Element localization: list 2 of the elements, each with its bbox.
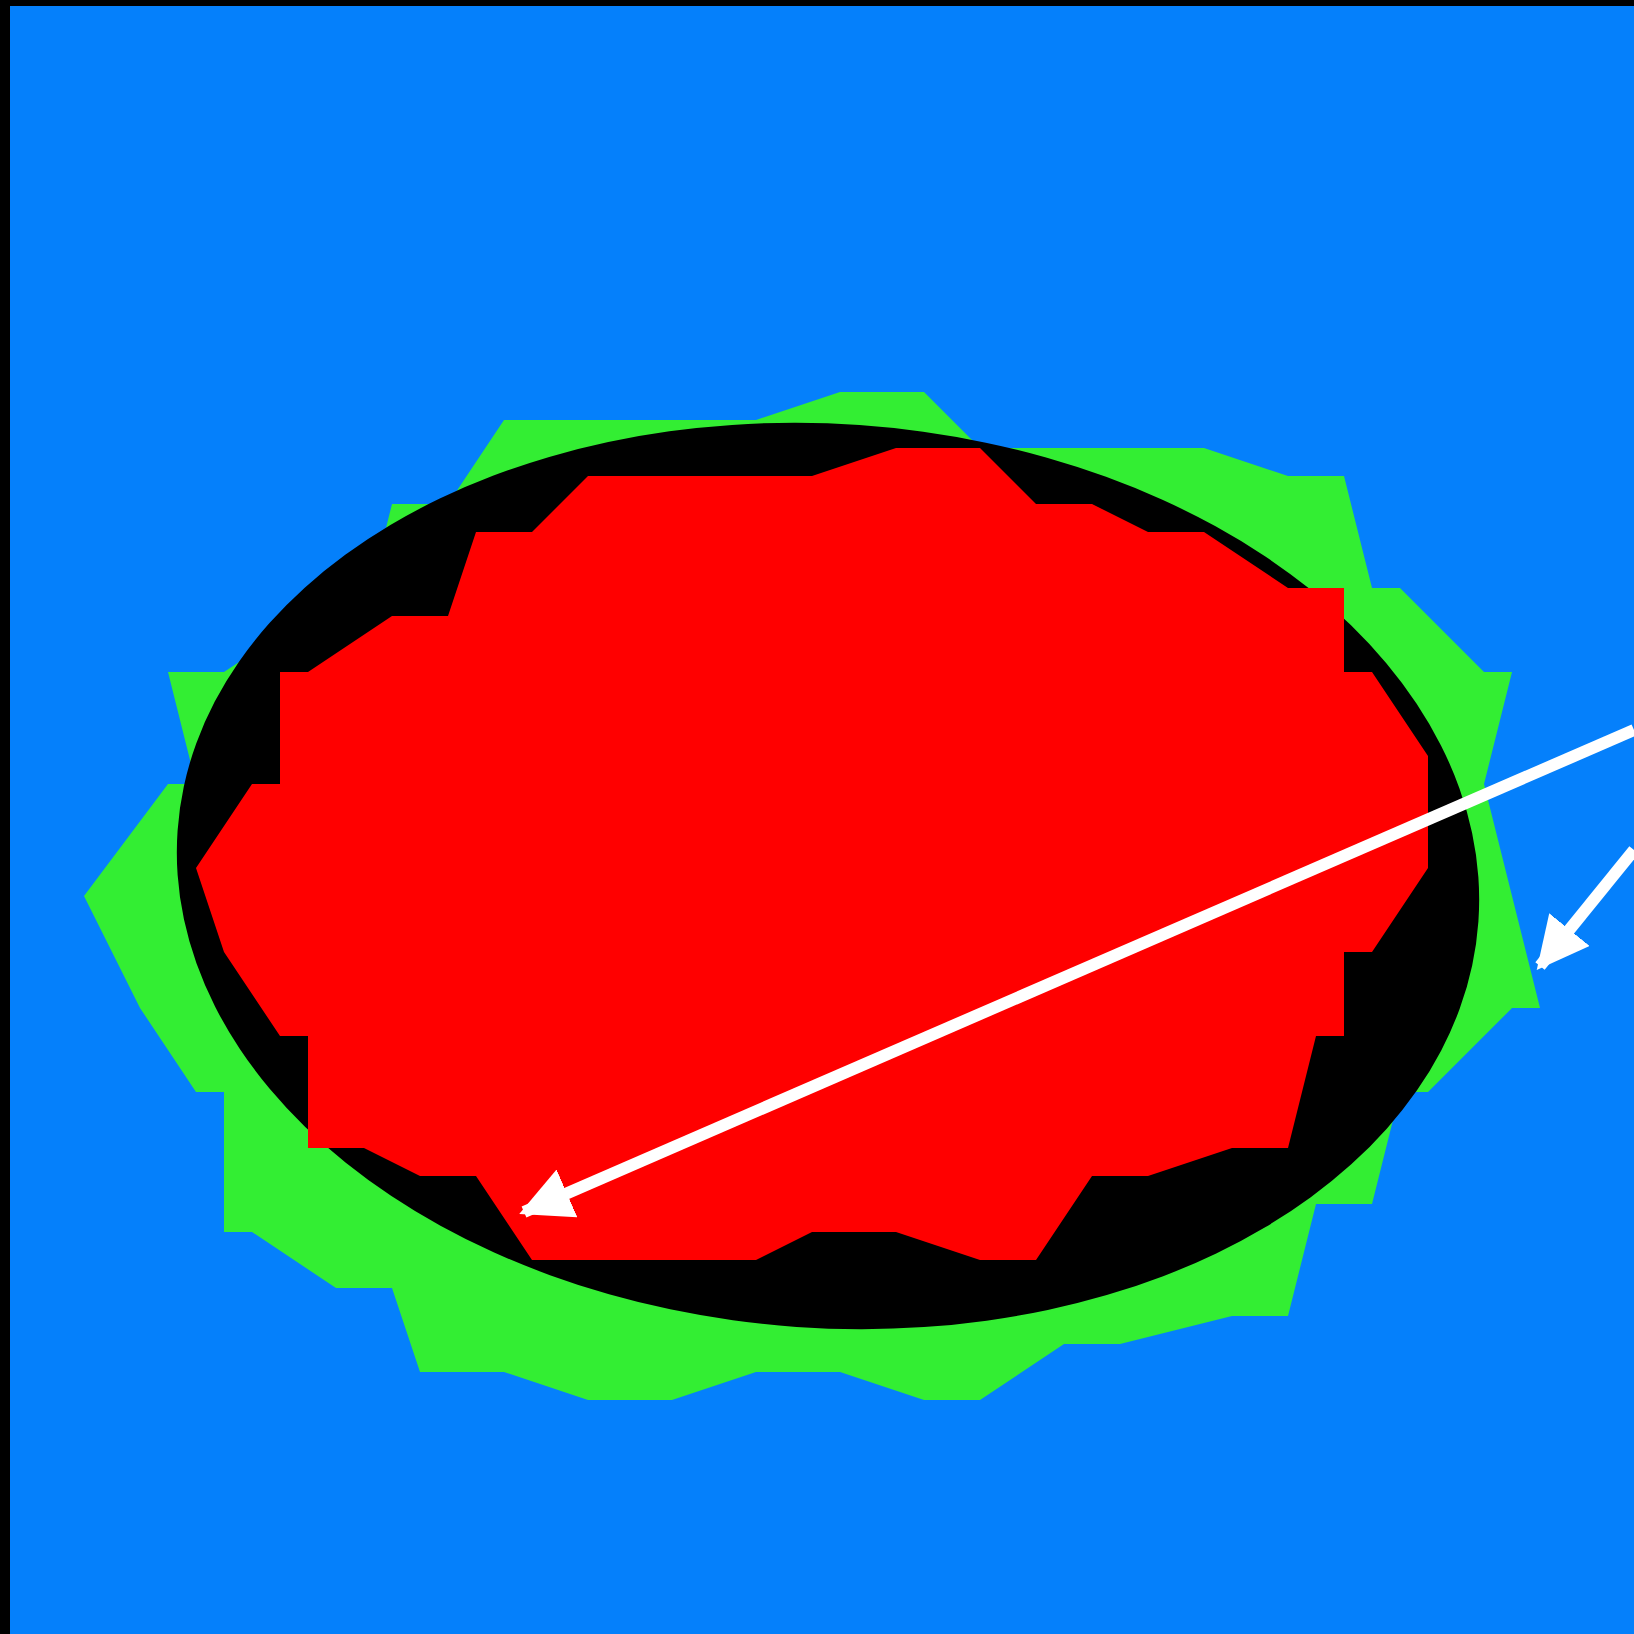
arrow <box>1535 846 1634 971</box>
arrow <box>519 724 1634 1218</box>
